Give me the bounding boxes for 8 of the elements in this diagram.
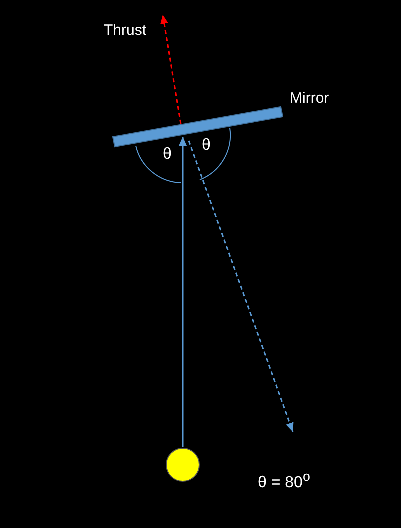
- reflected-ray-arrow: [188, 140, 294, 432]
- angle-symbol: θ: [202, 137, 211, 155]
- thrust-arrow: [160, 14, 182, 124]
- light-ray-arrow: [179, 137, 187, 447]
- mirror-label: Mirror: [290, 90, 330, 107]
- angle-symbol: θ: [163, 146, 172, 164]
- angle-value: θ = 80$^{o}$: [258, 469, 310, 492]
- sun-circle: [166, 448, 200, 482]
